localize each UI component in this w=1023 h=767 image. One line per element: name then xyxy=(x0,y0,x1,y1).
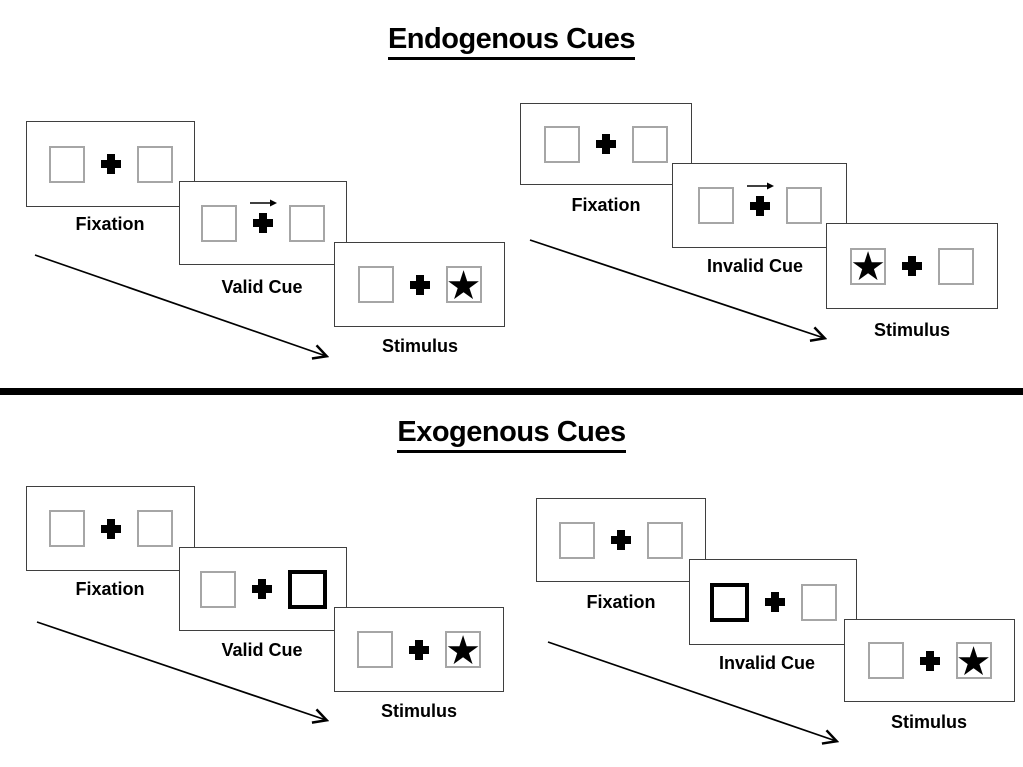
panel-label: Stimulus xyxy=(380,701,457,721)
right-placeholder-box xyxy=(785,187,822,224)
right-placeholder-box xyxy=(632,125,668,163)
star-stimulus-icon: ★ xyxy=(445,262,482,309)
fixation-cross-icon xyxy=(251,579,272,599)
stimulus-panel: ★ xyxy=(334,607,504,692)
right-target-box: ★ xyxy=(445,627,481,674)
star-stimulus-icon: ★ xyxy=(955,638,992,685)
fixation-cross-icon xyxy=(919,650,940,671)
fixation-cross-icon xyxy=(100,154,121,174)
left-placeholder-box xyxy=(357,266,394,303)
right-cue-box xyxy=(287,569,327,609)
panel-label: Stimulus xyxy=(890,712,967,732)
right-placeholder-box xyxy=(647,521,683,559)
fixation-cross-icon xyxy=(100,518,121,539)
cue-panel xyxy=(179,181,347,265)
left-placeholder-box xyxy=(201,204,237,242)
endogenous-section-title: Endogenous Cues xyxy=(0,23,1023,60)
right-target-box: ★ xyxy=(955,638,992,685)
fixation-cross-icon xyxy=(409,639,429,660)
fixation-panel xyxy=(26,486,195,571)
fixation-cross-icon xyxy=(902,256,922,276)
stimulus-panel: ★ xyxy=(334,242,505,327)
sequence-arrow-exogenous-valid xyxy=(36,621,326,720)
title-text: Exogenous Cues xyxy=(397,416,626,453)
cue-panel xyxy=(689,559,857,645)
cue-panel xyxy=(179,547,347,631)
panel-label: Fixation xyxy=(571,195,641,215)
panel-label: Invalid Cue xyxy=(718,653,816,673)
right-placeholder-box xyxy=(800,583,837,621)
left-target-box: ★ xyxy=(850,244,886,290)
left-placeholder-box xyxy=(48,510,85,547)
left-placeholder-box xyxy=(697,187,734,224)
panel-label: Stimulus xyxy=(873,320,950,340)
star-stimulus-icon: ★ xyxy=(850,244,886,290)
stimulus-panel: ★ xyxy=(844,619,1015,702)
cue-panel xyxy=(672,163,847,248)
fixation-panel xyxy=(520,103,692,185)
fixation-panel xyxy=(26,121,195,207)
fixation-cross-icon xyxy=(253,213,273,233)
panel-label: Fixation xyxy=(75,214,145,234)
stimulus-panel: ★ xyxy=(826,223,998,309)
star-stimulus-icon: ★ xyxy=(445,627,481,674)
panel-label: Fixation xyxy=(586,592,656,612)
right-target-box: ★ xyxy=(445,262,482,309)
panel-label: Invalid Cue xyxy=(706,256,804,276)
fixation-panel xyxy=(536,498,706,582)
sequence-arrow-endogenous-invalid xyxy=(529,239,824,338)
left-placeholder-box xyxy=(867,642,904,679)
right-placeholder-box xyxy=(289,204,325,242)
exogenous-section-title: Exogenous Cues xyxy=(0,416,1023,453)
left-placeholder-box xyxy=(357,631,393,668)
right-arrow-cue-icon xyxy=(250,199,277,207)
left-placeholder-box xyxy=(544,125,580,163)
fixation-cross-icon xyxy=(409,274,430,295)
panel-label: Valid Cue xyxy=(221,640,303,660)
fixation-cross-icon xyxy=(611,530,631,550)
title-text: Endogenous Cues xyxy=(387,23,636,60)
fixation-cross-icon xyxy=(749,195,770,216)
section-divider xyxy=(0,388,1023,395)
panel-label: Fixation xyxy=(75,579,145,599)
left-placeholder-box xyxy=(559,521,595,559)
panel-label: Valid Cue xyxy=(221,277,303,297)
sequence-arrow-endogenous-valid xyxy=(34,254,326,356)
fixation-cross-icon xyxy=(764,592,785,612)
left-placeholder-box xyxy=(199,570,236,608)
left-cue-box xyxy=(709,582,749,622)
fixation-cross-icon xyxy=(596,134,616,154)
right-placeholder-box xyxy=(136,145,173,183)
right-arrow-cue-icon xyxy=(746,182,774,189)
right-placeholder-box xyxy=(136,510,173,547)
panel-label: Stimulus xyxy=(381,336,458,356)
right-placeholder-box xyxy=(938,247,974,285)
left-placeholder-box xyxy=(48,145,85,183)
